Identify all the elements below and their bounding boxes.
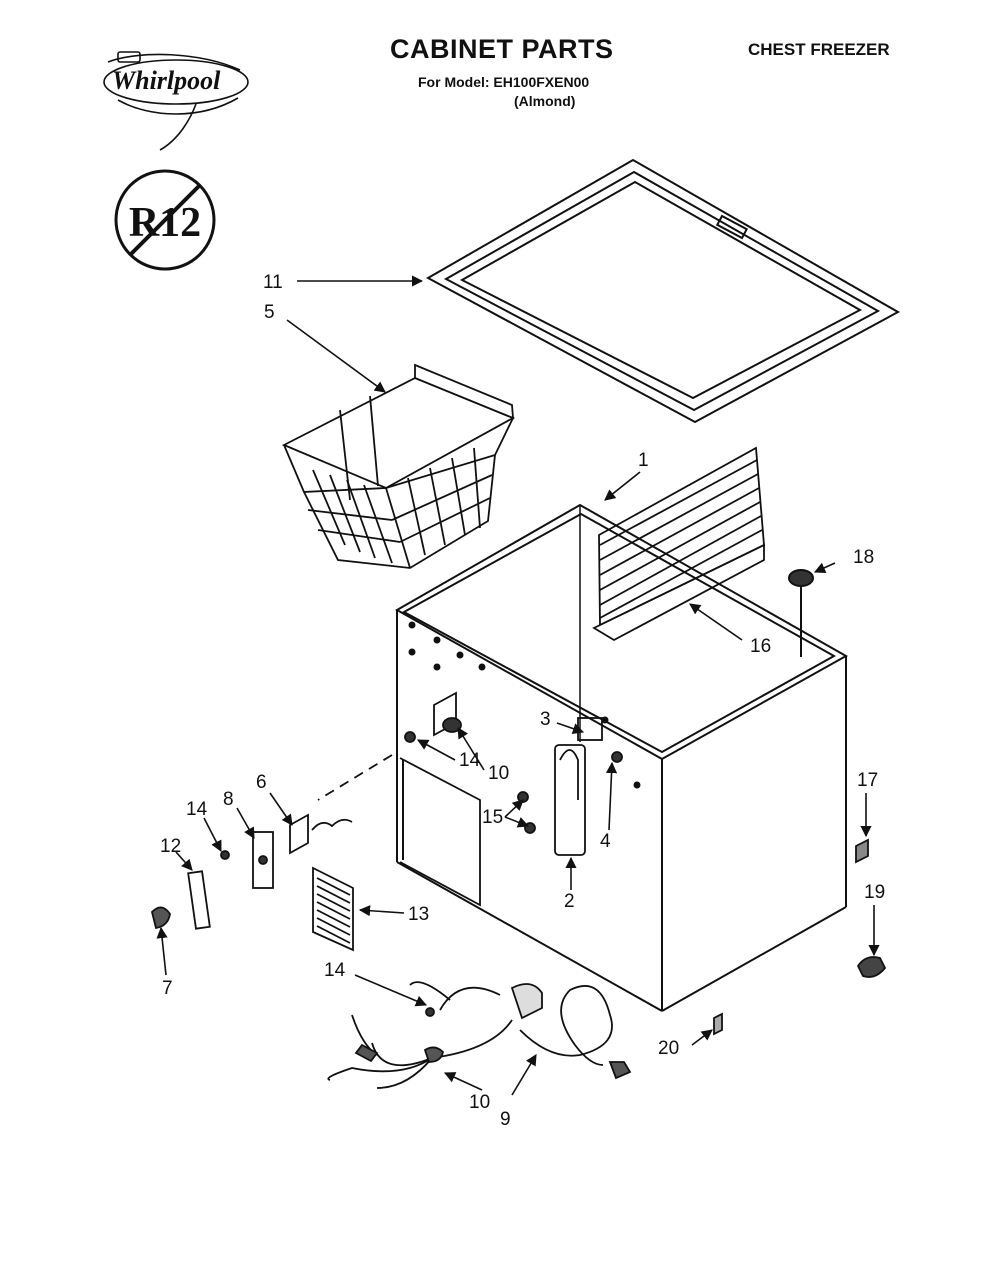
callout-20: 20 [658,1038,679,1059]
callout-labels: 11 5 1 18 16 3 10 14 15 4 2 6 8 14 12 7 … [160,272,885,1130]
wiring-harness-part [327,981,632,1089]
wire-basket-part [281,363,516,569]
callout-14-lower: 14 [324,960,346,981]
divider-part [592,446,765,642]
lid-frame-part [425,158,901,424]
callout-14-left: 14 [186,799,208,820]
callout-16: 16 [750,636,771,657]
callout-7: 7 [162,978,173,999]
callout-17: 17 [857,770,878,791]
leader-lines [156,275,880,1096]
callout-6: 6 [256,772,267,793]
product-category: CHEST FREEZER [748,40,890,59]
control-parts-left [151,754,393,930]
thermostat-bracket-part [404,691,462,743]
callout-4: 4 [600,831,611,852]
callout-14-upper: 14 [459,750,481,771]
callout-2: 2 [564,891,575,912]
callout-11: 11 [263,272,283,293]
callout-12: 12 [160,836,181,857]
callout-3: 3 [540,709,551,730]
callout-19: 19 [864,882,885,903]
callout-5: 5 [264,302,275,323]
right-small-parts [713,838,887,1036]
model-number: For Model: EH100FXEN00 [418,74,590,90]
color-variant: (Almond) [514,93,576,109]
callout-10-upper: 10 [488,763,509,784]
callout-18: 18 [853,547,874,568]
grille-part [312,866,354,952]
cabinet-body-part [394,503,849,1012]
brand-logo-text: Whirlpool [112,66,221,95]
hinge-assembly-part [517,717,623,856]
callout-10-lower: 10 [469,1092,490,1113]
callout-15: 15 [482,807,503,828]
page-title: CABINET PARTS [390,34,614,64]
brand-logo [103,51,249,151]
callout-9: 9 [500,1109,511,1130]
callout-8: 8 [223,789,234,810]
callout-13: 13 [408,904,429,925]
callout-1: 1 [638,450,649,471]
drain-plug-part [788,569,814,657]
no-r12-symbol: R12 [114,169,216,271]
svg-text:R12: R12 [129,200,201,246]
